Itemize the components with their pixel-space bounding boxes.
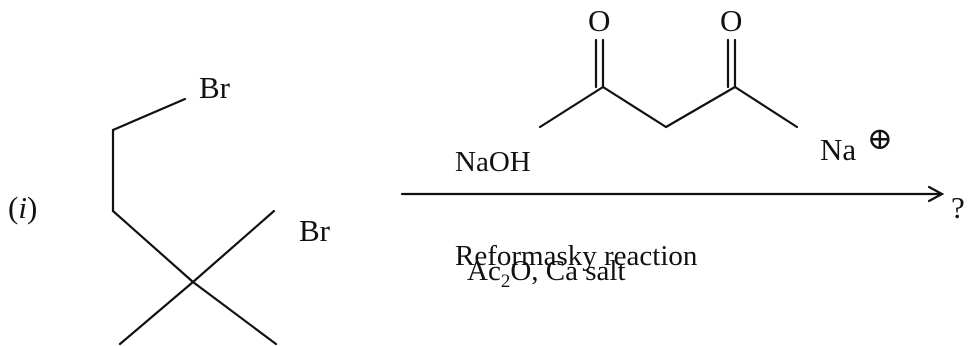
reaction-arrow-head <box>927 185 945 203</box>
condition-ac-prefix: Ac <box>467 255 501 287</box>
reagent-sodium: Na <box>820 132 856 167</box>
bond-to-sodium-side <box>733 85 799 129</box>
bond-to-quaternary-carbon <box>111 209 195 284</box>
bond-to-methylene <box>601 85 668 129</box>
reaction-arrow-group: NaOH Reformasky reaction Ac2O, Ca salt <box>400 146 945 292</box>
problem-label-close: ) <box>27 190 37 225</box>
problem-label: (i) <box>8 190 37 225</box>
bond-c-br <box>191 209 276 284</box>
condition-ac-subscript: 2 <box>501 271 511 292</box>
condition-naoh: NaOH <box>455 146 531 178</box>
reagent-oxygen-right: O <box>720 3 742 38</box>
reactant-structure: Br Br <box>111 70 331 346</box>
reagent-positive-charge: ⊕ <box>867 121 893 156</box>
reagent-structure: O O Na ⊕ <box>538 3 893 167</box>
problem-label-roman: i <box>18 190 27 225</box>
reagent-oxygen-left: O <box>588 3 610 38</box>
bond-ch2br <box>111 97 187 132</box>
bond-methyl-right <box>191 280 278 346</box>
reactant-br-right: Br <box>299 213 331 248</box>
bond-methyl-to-carbonyl <box>538 85 605 129</box>
problem-label-open: ( <box>8 190 18 225</box>
condition-ac-suffix: O, Ca salt <box>510 255 625 287</box>
reactant-br-top: Br <box>199 70 231 105</box>
bond-methylene-to-carbonyl <box>664 85 737 129</box>
condition-reformasky: Reformasky reaction <box>455 240 698 272</box>
condition-ac2o-ca-salt: Ac2O, Ca salt <box>467 255 626 292</box>
product-question-mark: ? <box>951 190 965 225</box>
bond-methyl-left <box>118 280 195 346</box>
